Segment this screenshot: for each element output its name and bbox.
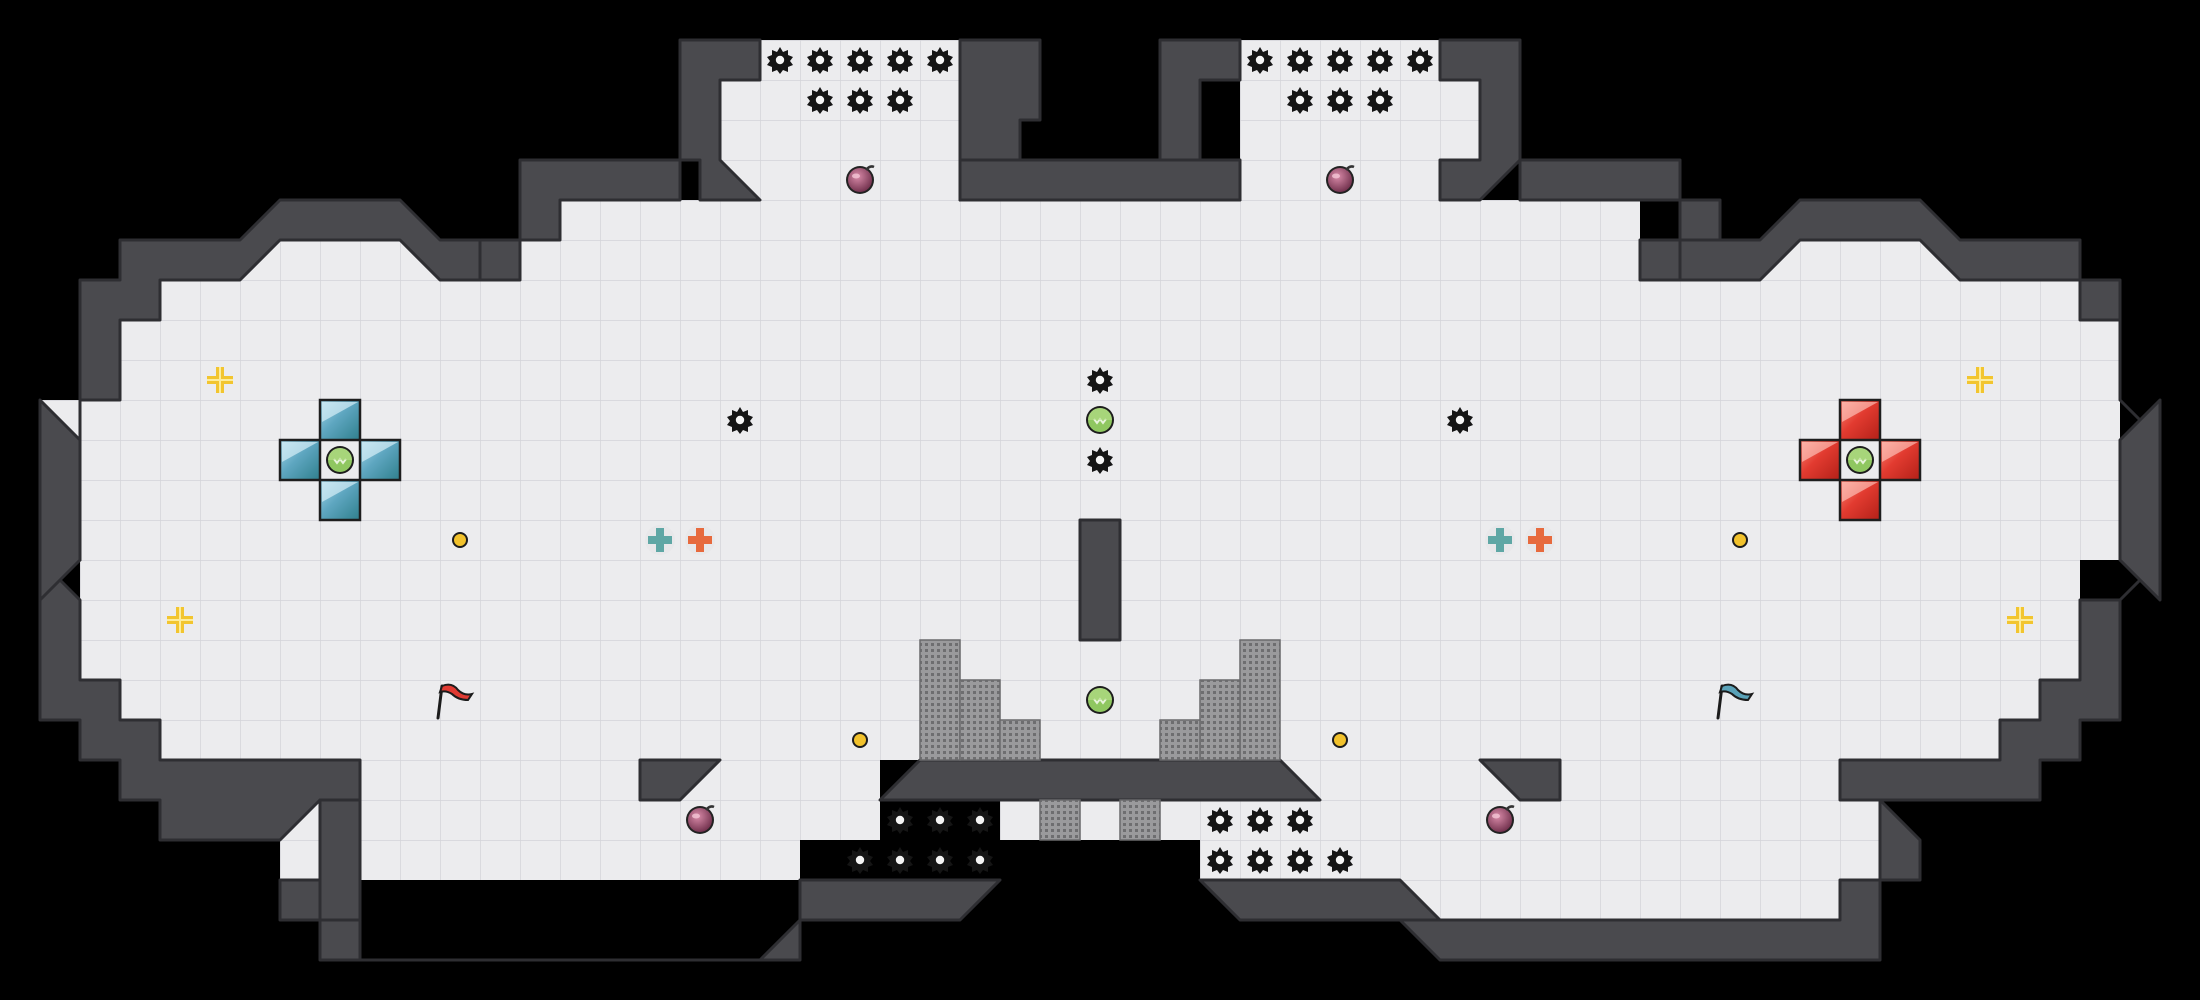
arena-floor	[40, 40, 2120, 920]
blue-flag-icon	[1716, 683, 1755, 720]
grate-blocks	[919, 639, 1281, 841]
red-gate-icon	[1845, 445, 1875, 475]
arena-walls	[38, 38, 2162, 962]
red-flag-icon	[436, 683, 475, 720]
red-team-base	[1798, 398, 1922, 522]
blue-team-base	[278, 398, 402, 522]
blue-gate-icon	[325, 445, 355, 475]
portal-icon	[645, 525, 1555, 555]
